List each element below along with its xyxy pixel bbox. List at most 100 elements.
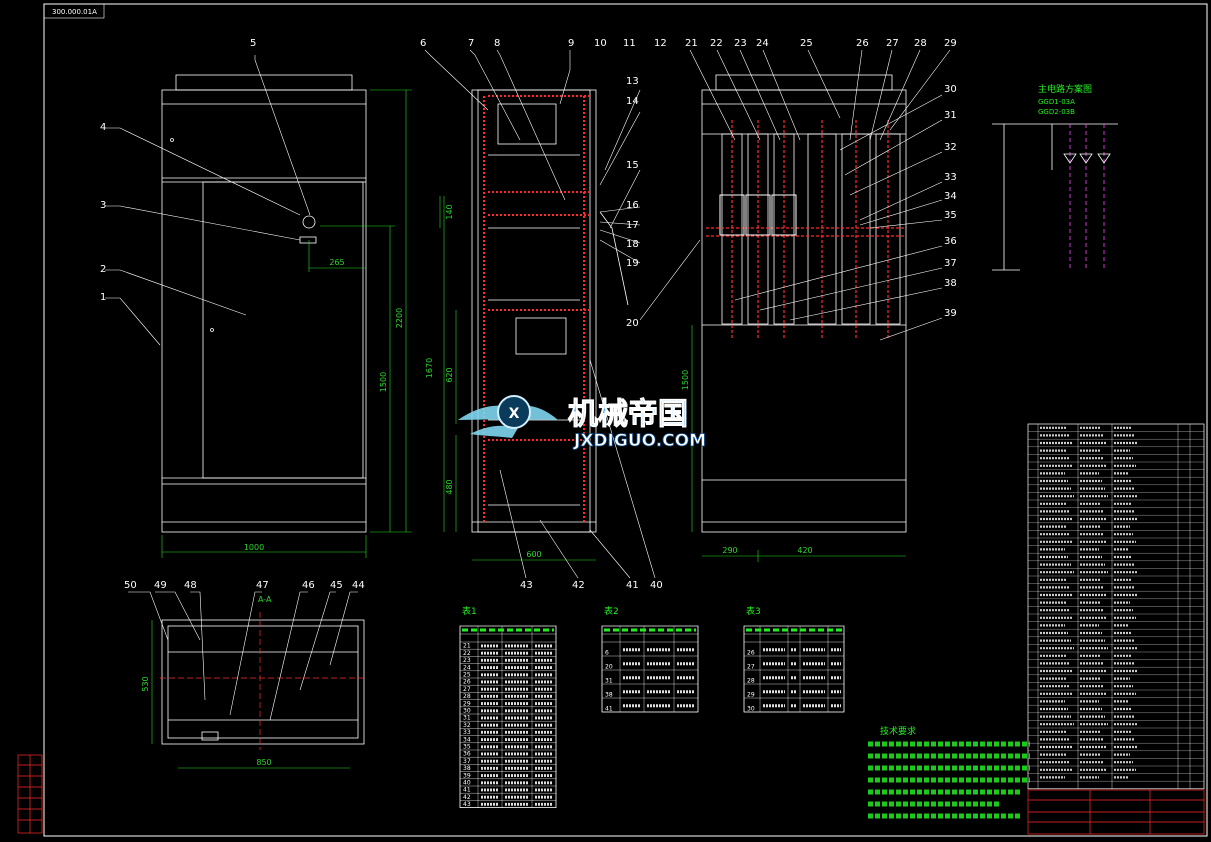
dim-side-620: 620: [445, 367, 454, 382]
table-row-id: 29: [463, 700, 471, 707]
wiring-sub1: GGD1-03A: [1038, 98, 1075, 106]
table-row-id: 38: [605, 692, 613, 699]
table-row-id: 27: [747, 664, 755, 671]
part-label-45: 45: [330, 580, 343, 591]
dim-plan-depth: 530: [141, 676, 150, 691]
part-label-49: 49: [154, 580, 167, 591]
rear-view: [701, 74, 907, 533]
table-row-id: 30: [463, 708, 471, 715]
rear-dimensions: [691, 325, 906, 562]
front-view: [161, 74, 367, 533]
dim-rear-420: 420: [797, 546, 812, 555]
part-label-26: 26: [856, 38, 869, 49]
plan-view: [161, 619, 365, 745]
table-row-id: 24: [463, 664, 471, 671]
part-label-46: 46: [302, 580, 315, 591]
part-label-16: 16: [626, 200, 639, 211]
margin-stamps: [17, 754, 43, 834]
corner-tag: 300.000.01A: [52, 8, 97, 16]
side-leaders: [424, 49, 701, 579]
table-row-id: 29: [747, 692, 755, 699]
part-label-41: 41: [626, 580, 639, 591]
table-row-id: 43: [463, 801, 471, 808]
part-label-47: 47: [256, 580, 269, 591]
dim-rear-1500: 1500: [681, 370, 690, 390]
plan-dimensions: [151, 620, 350, 769]
part-label-7: 7: [468, 38, 474, 49]
table-row-id: 26: [463, 679, 471, 686]
part-label-14: 14: [626, 96, 639, 107]
section-label: A-A: [258, 595, 272, 604]
notes-title: 技术要求: [880, 725, 916, 737]
part-label-9: 9: [568, 38, 574, 49]
dim-front-height: 2200: [395, 308, 404, 328]
watermark-logo-glyph: X: [509, 406, 520, 422]
table-row-id: 23: [463, 657, 471, 664]
table-row-id: 38: [463, 765, 471, 772]
part-label-18: 18: [626, 239, 639, 250]
rear-busbars: [706, 120, 906, 340]
part-label-3: 3: [100, 200, 106, 211]
table-row-id: 28: [463, 693, 471, 700]
table-row-id: 41: [605, 706, 613, 713]
part-label-22: 22: [710, 38, 723, 49]
part-label-12: 12: [654, 38, 667, 49]
part-label-21: 21: [685, 38, 698, 49]
part-label-44: 44: [352, 580, 365, 591]
part-label-19: 19: [626, 258, 639, 269]
table-row-id: 21: [463, 643, 471, 650]
part-label-43: 43: [520, 580, 533, 591]
dim-side-480: 480: [445, 479, 454, 494]
part-label-42: 42: [572, 580, 585, 591]
part-label-33: 33: [944, 172, 957, 183]
part-label-23: 23: [734, 38, 747, 49]
part-label-27: 27: [886, 38, 899, 49]
wiring-diagram: [992, 123, 1118, 271]
wiring-sub2: GGD2-03B: [1038, 108, 1075, 116]
title-block: [1027, 789, 1205, 835]
part-label-32: 32: [944, 142, 957, 153]
part-label-38: 38: [944, 278, 957, 289]
dim-side-depth: 600: [526, 550, 541, 559]
side-dimensions: [439, 196, 596, 561]
part-label-24: 24: [756, 38, 769, 49]
table-row-id: 22: [463, 650, 471, 657]
plan-leaders: [128, 591, 358, 721]
table2-title: 表2: [604, 605, 619, 617]
sheet-frame: [43, 3, 1208, 837]
part-label-35: 35: [944, 210, 957, 221]
part-label-2: 2: [100, 264, 106, 275]
parts-table-1: 2122232425262728293031323334353637383940…: [459, 625, 557, 808]
dim-rear-290: 290: [722, 546, 737, 555]
table-row-id: 39: [463, 772, 471, 779]
front-dimensions: [161, 89, 412, 558]
part-label-6: 6: [420, 38, 426, 49]
table-row-id: 34: [463, 736, 471, 743]
table-row-id: 42: [463, 794, 471, 801]
part-label-25: 25: [800, 38, 813, 49]
table-row-id: 26: [747, 650, 755, 657]
front-leaders: [105, 55, 311, 346]
parts-list: [1027, 423, 1205, 790]
table-row-id: 40: [463, 780, 471, 787]
part-label-17: 17: [626, 220, 639, 231]
table-row-id: 25: [463, 672, 471, 679]
part-label-29: 29: [944, 38, 957, 49]
part-label-39: 39: [944, 308, 957, 319]
part-label-10: 10: [594, 38, 607, 49]
tables-layer: 2122232425262728293031323334353637383940…: [459, 625, 845, 808]
watermark-logo: X: [458, 395, 558, 438]
part-label-15: 15: [626, 160, 639, 171]
part-label-31: 31: [944, 110, 957, 121]
part-label-11: 11: [623, 38, 636, 49]
notes-lines: [868, 741, 1030, 819]
table-row-id: 31: [605, 678, 613, 685]
table-row-id: 37: [463, 758, 471, 765]
rear-leaders: [689, 49, 951, 341]
part-label-1: 1: [100, 292, 106, 303]
table-row-id: 31: [463, 715, 471, 722]
table-row-id: 6: [605, 650, 609, 657]
part-label-13: 13: [626, 76, 639, 87]
